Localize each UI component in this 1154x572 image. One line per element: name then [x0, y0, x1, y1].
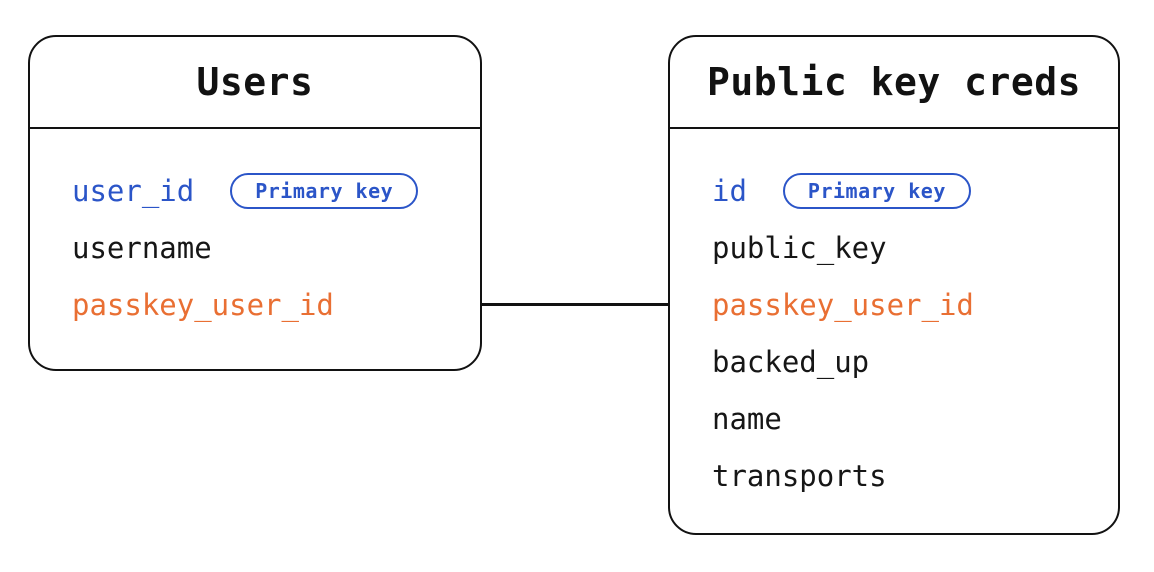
table-title-public-key-creds: Public key creds: [706, 60, 1082, 104]
field-row-id: id Primary key: [712, 162, 1118, 219]
table-title-users: Users: [196, 60, 314, 104]
field-list-public-key-creds: id Primary key public_key passkey_user_i…: [670, 129, 1118, 504]
field-row-passkey-user-id: passkey_user_id: [712, 276, 1118, 333]
primary-key-badge: Primary key: [230, 172, 419, 209]
field-name-backed-up: backed_up: [712, 344, 870, 379]
field-name-id: id: [712, 173, 747, 208]
table-header-public-key-creds: Public key creds: [670, 37, 1118, 129]
relationship-connector[interactable]: [480, 303, 670, 306]
primary-key-badge: Primary key: [782, 172, 971, 209]
field-row-name: name: [712, 390, 1118, 447]
field-row-transports: transports: [712, 447, 1118, 504]
field-row-passkey-user-id: passkey_user_id: [72, 276, 480, 333]
field-name-name: name: [712, 401, 782, 436]
field-name-passkey-user-id: passkey_user_id: [712, 287, 974, 322]
field-name-passkey-user-id: passkey_user_id: [72, 287, 334, 322]
table-header-users: Users: [30, 37, 480, 129]
field-row-username: username: [72, 219, 480, 276]
field-name-user-id: user_id: [72, 173, 195, 208]
field-list-users: user_id Primary key username passkey_use…: [30, 129, 480, 333]
field-row-public-key: public_key: [712, 219, 1118, 276]
field-row-user-id: user_id Primary key: [72, 162, 480, 219]
field-name-public-key: public_key: [712, 230, 887, 265]
table-node-public-key-creds[interactable]: Public key creds id Primary key public_k…: [668, 35, 1120, 535]
table-node-users[interactable]: Users user_id Primary key username passk…: [28, 35, 482, 371]
field-name-username: username: [72, 230, 212, 265]
field-name-transports: transports: [712, 458, 887, 493]
field-row-backed-up: backed_up: [712, 333, 1118, 390]
